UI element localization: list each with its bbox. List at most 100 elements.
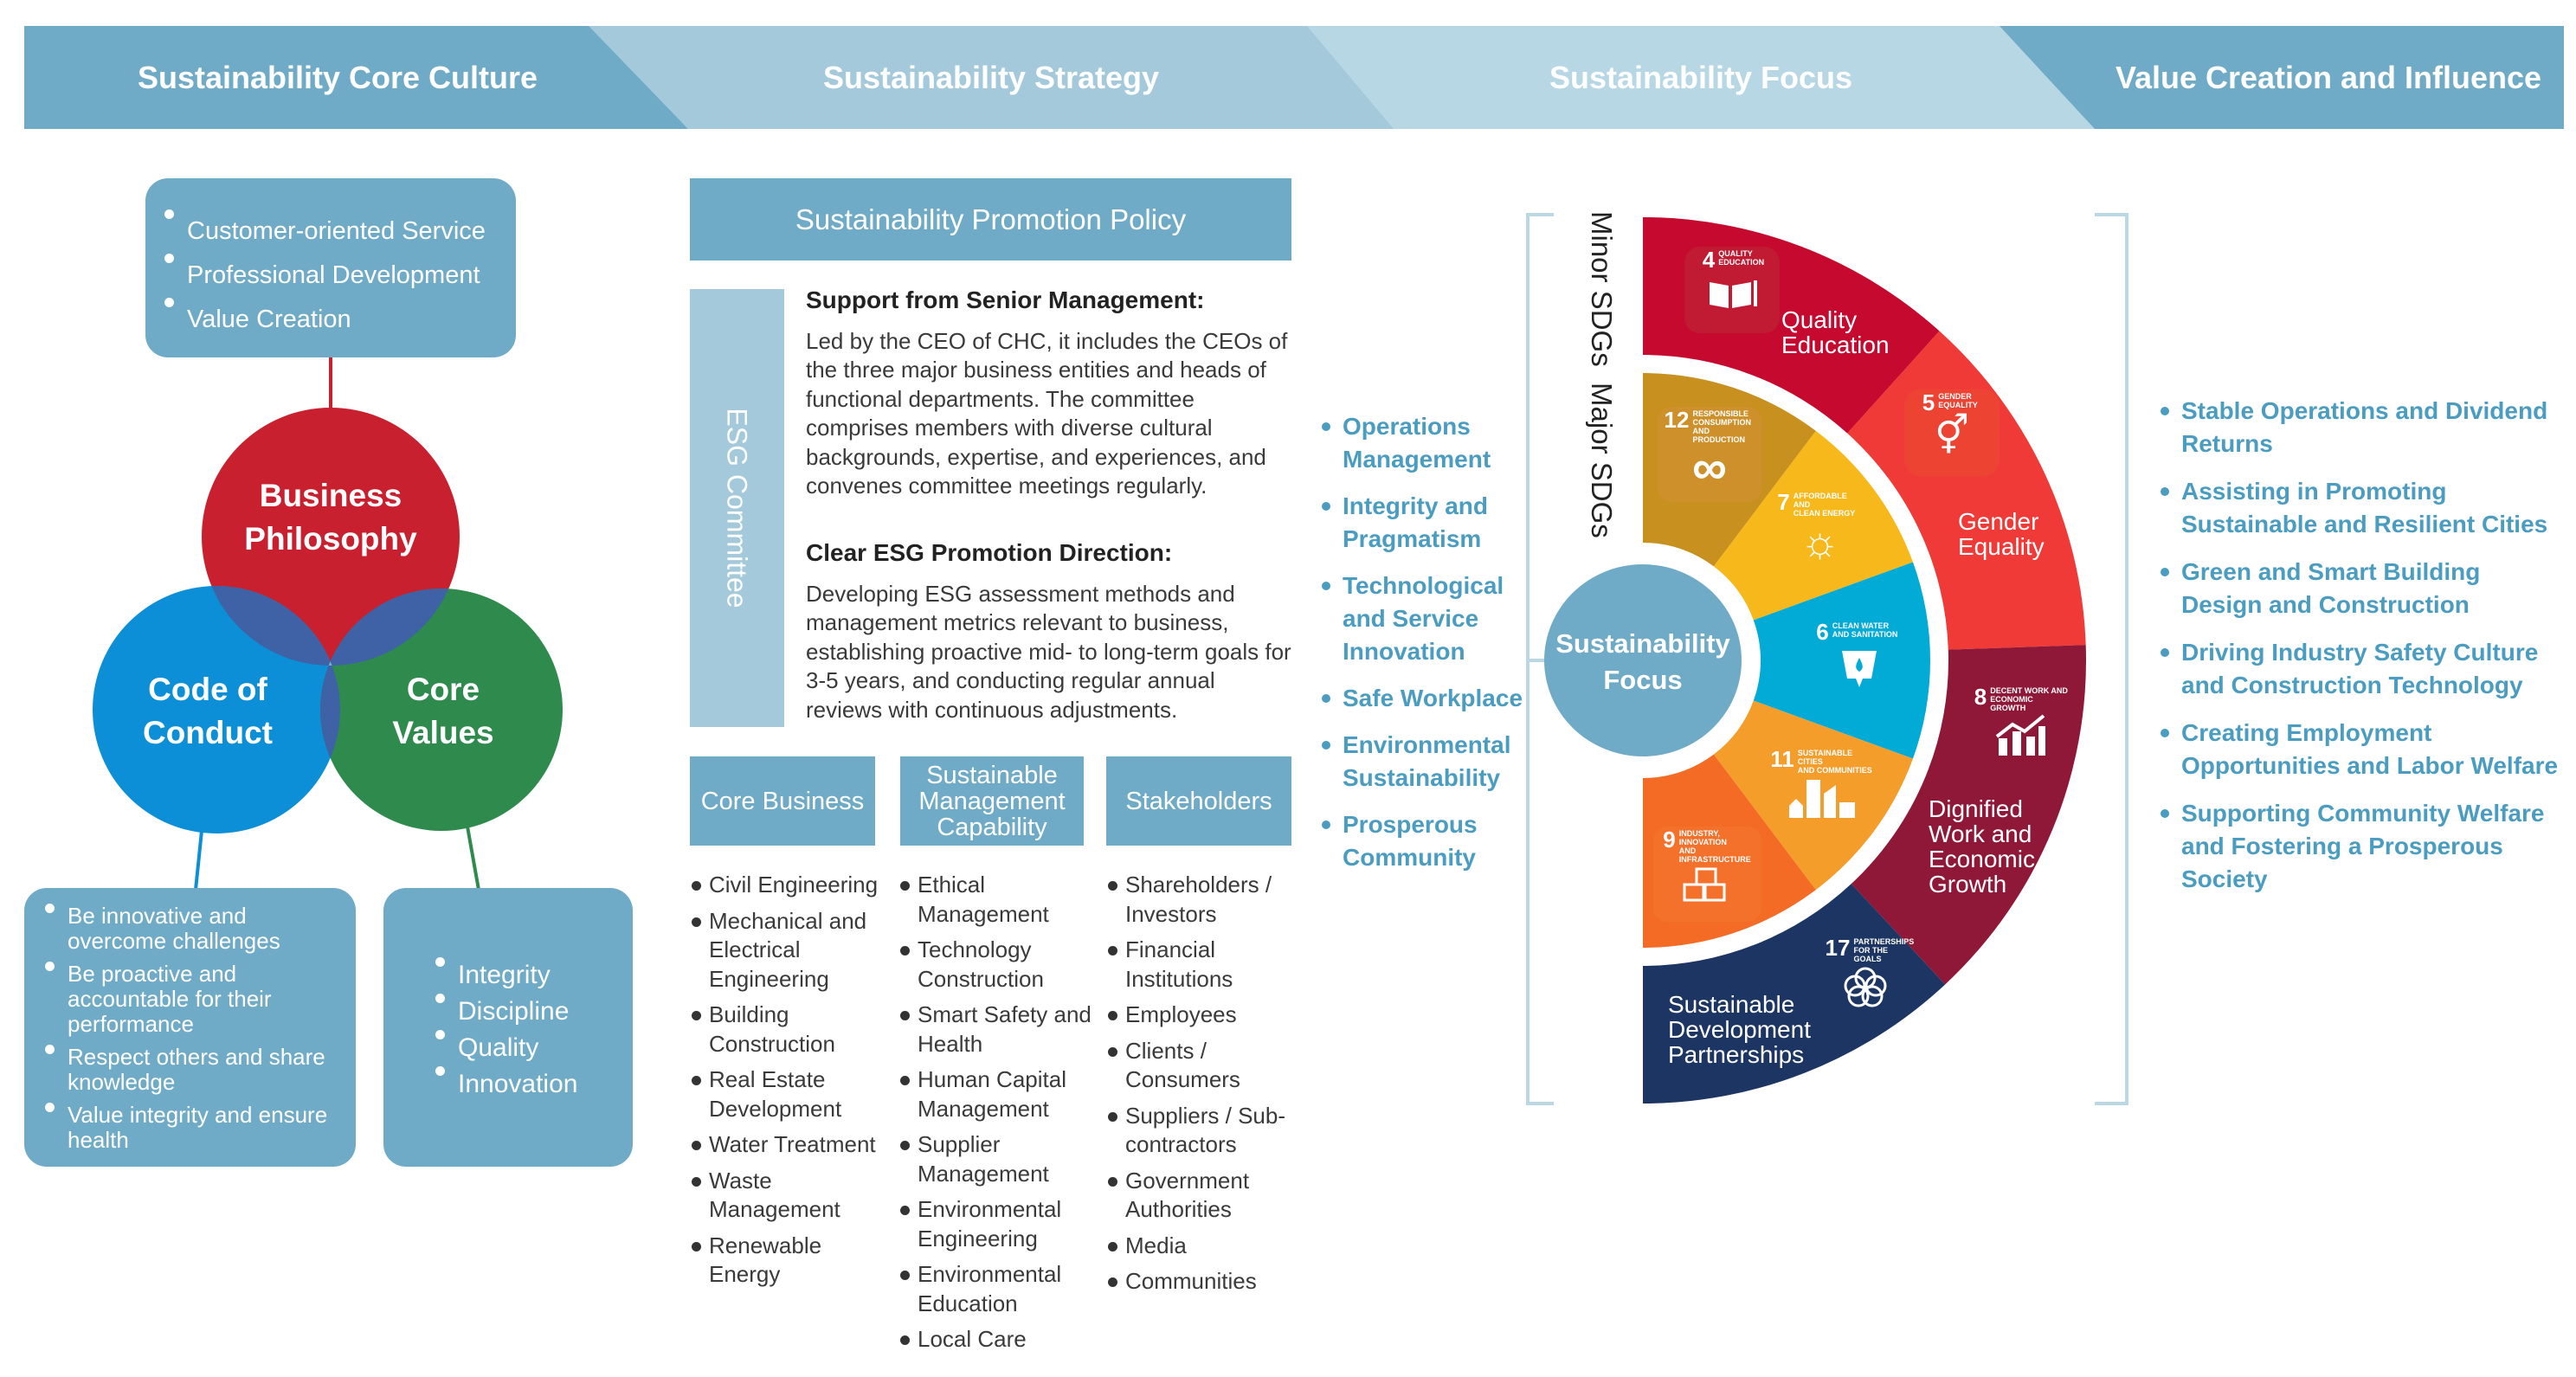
core-culture-top-box: Customer-oriented Service Professional D… [145, 178, 516, 357]
core-values-label: Core Values [392, 672, 494, 750]
list-item: Technological and Service Innovation [1322, 569, 1530, 668]
section-heading: Support from Senior Management: [806, 286, 1205, 313]
list-item: Operations Management [1322, 410, 1530, 476]
city-buildings-icon [1789, 780, 1855, 818]
header-section-focus [1298, 26, 2095, 129]
list-item: Building Construction [692, 1001, 898, 1058]
sdg-5-label: Gender Equality [1958, 508, 2045, 560]
list-item: Environmental Engineering [900, 1195, 1108, 1253]
header-section-strategy [584, 26, 1394, 129]
header-focus: Sustainability Focus [1549, 60, 1853, 95]
list-item: Driving Industry Safety Culture and Cons… [2161, 636, 2567, 702]
major-sdg-segment-17 [1643, 884, 1946, 1104]
column-header-core-business: Core Business [690, 756, 875, 846]
list-item: Respect others and share knowledge [45, 1045, 349, 1095]
minor-sdgs-label: Minor SDGs [1586, 211, 1618, 367]
water-glass-icon [1841, 651, 1877, 687]
sdg-8-label: Dignified Work and Economic Growth [1929, 795, 2035, 898]
list-item: Creating Employment Opportunities and La… [2161, 717, 2567, 782]
list-item: Smart Safety and Health [900, 1001, 1108, 1058]
list-item: Value Creation [164, 298, 516, 342]
list-item: Water Treatment [692, 1130, 898, 1160]
list-item: Prosperous Community [1322, 808, 1530, 874]
focus-center-circle [1544, 564, 1742, 756]
minor-sdg-segment-6 [1753, 562, 1930, 759]
header-strategy: Sustainability Strategy [822, 60, 1160, 95]
list-item: Quality [435, 1030, 633, 1066]
list-item: Supporting Community Welfare and Fosteri… [2161, 797, 2567, 896]
venn-diagram [93, 357, 563, 891]
list-item: Human Capital Management [900, 1065, 1108, 1123]
infinity-icon: ∞ [1692, 440, 1727, 494]
list-item: Media [1108, 1232, 1298, 1261]
list-item: Shareholders / Investors [1108, 871, 1298, 929]
header-value-creation: Value Creation and Influence [2115, 60, 2542, 95]
header-section-core-culture [24, 26, 688, 129]
list-item: Suppliers / Sub-contractors [1108, 1102, 1298, 1160]
list-item: Supplier Management [900, 1130, 1108, 1188]
list-item: Integrity [435, 957, 633, 994]
list-item: Value integrity and ensure health [45, 1103, 349, 1153]
list-item: Be proactive and accountable for their p… [45, 962, 349, 1037]
partnership-rings-icon [1844, 967, 1887, 1007]
list-item: Communities [1108, 1267, 1298, 1297]
header-core-culture: Sustainability Core Culture [137, 60, 538, 95]
list-item: Professional Development [164, 254, 516, 298]
list-item: Assisting in Promoting Sustainable and R… [2161, 475, 2567, 541]
senior-management-section: Support from Senior Management: Led by t… [806, 286, 1295, 501]
section-body: Developing ESG assessment methods and ma… [806, 580, 1291, 723]
list-item: Financial Institutions [1108, 936, 1298, 994]
right-bracket [2095, 213, 2128, 1105]
policy-title: Sustainability Promotion Policy [690, 178, 1291, 261]
sdg-17-label: Sustainable Development Partnerships [1668, 991, 1811, 1068]
header-section-value-creation [1991, 26, 2564, 129]
overlap-region [320, 589, 460, 666]
list-item: Clients / Consumers [1108, 1037, 1298, 1095]
list-item: Integrity and Pragmatism [1322, 490, 1530, 556]
code-of-conduct-box: Be innovative and overcome challenges Be… [24, 888, 356, 1167]
section-body: Led by the CEO of CHC, it includes the C… [806, 327, 1288, 499]
minor-sdg-segment-7 [1713, 430, 1913, 621]
list-item: Ethical Management [900, 871, 1108, 929]
list-item: Employees [1108, 1001, 1298, 1030]
list-item: Customer-oriented Service [164, 209, 516, 254]
list-item: Renewable Energy [692, 1232, 898, 1290]
connector-line [194, 830, 203, 891]
connector-line [466, 826, 480, 891]
list-item: Local Care [900, 1325, 1108, 1354]
sdg-axis-labels: Minor SDGs Major SDGs [1581, 211, 1624, 540]
list-item: Innovation [435, 1066, 633, 1103]
code-of-conduct-label: Code of Conduct [142, 672, 274, 750]
business-philosophy-label: Business Philosophy [244, 478, 417, 557]
sun-power-icon: ☼ [1800, 518, 1840, 566]
list-item: Environmental Education [900, 1260, 1108, 1318]
esg-direction-section: Clear ESG Promotion Direction: Developin… [806, 538, 1295, 724]
list-item: Government Authorities [1108, 1167, 1298, 1225]
growth-chart-icon [1995, 714, 2045, 756]
core-values-box: Integrity Discipline Quality Innovation [383, 888, 633, 1167]
section-heading: Clear ESG Promotion Direction: [806, 539, 1173, 566]
column-header-stakeholders: Stakeholders [1106, 756, 1291, 846]
focus-center-label: Sustainability Focus [1555, 628, 1730, 695]
list-item: Safe Workplace [1322, 682, 1530, 715]
cubes-icon [1683, 867, 1725, 902]
overlap-region [202, 586, 340, 666]
list-item: Green and Smart Building Design and Cons… [2161, 556, 2567, 621]
book-icon [1710, 280, 1757, 308]
esg-committee-bar: ESG Committee [690, 289, 784, 727]
list-item: Be innovative and overcome challenges [45, 904, 349, 954]
list-item: Mechanical and Electrical Engineering [692, 907, 898, 994]
